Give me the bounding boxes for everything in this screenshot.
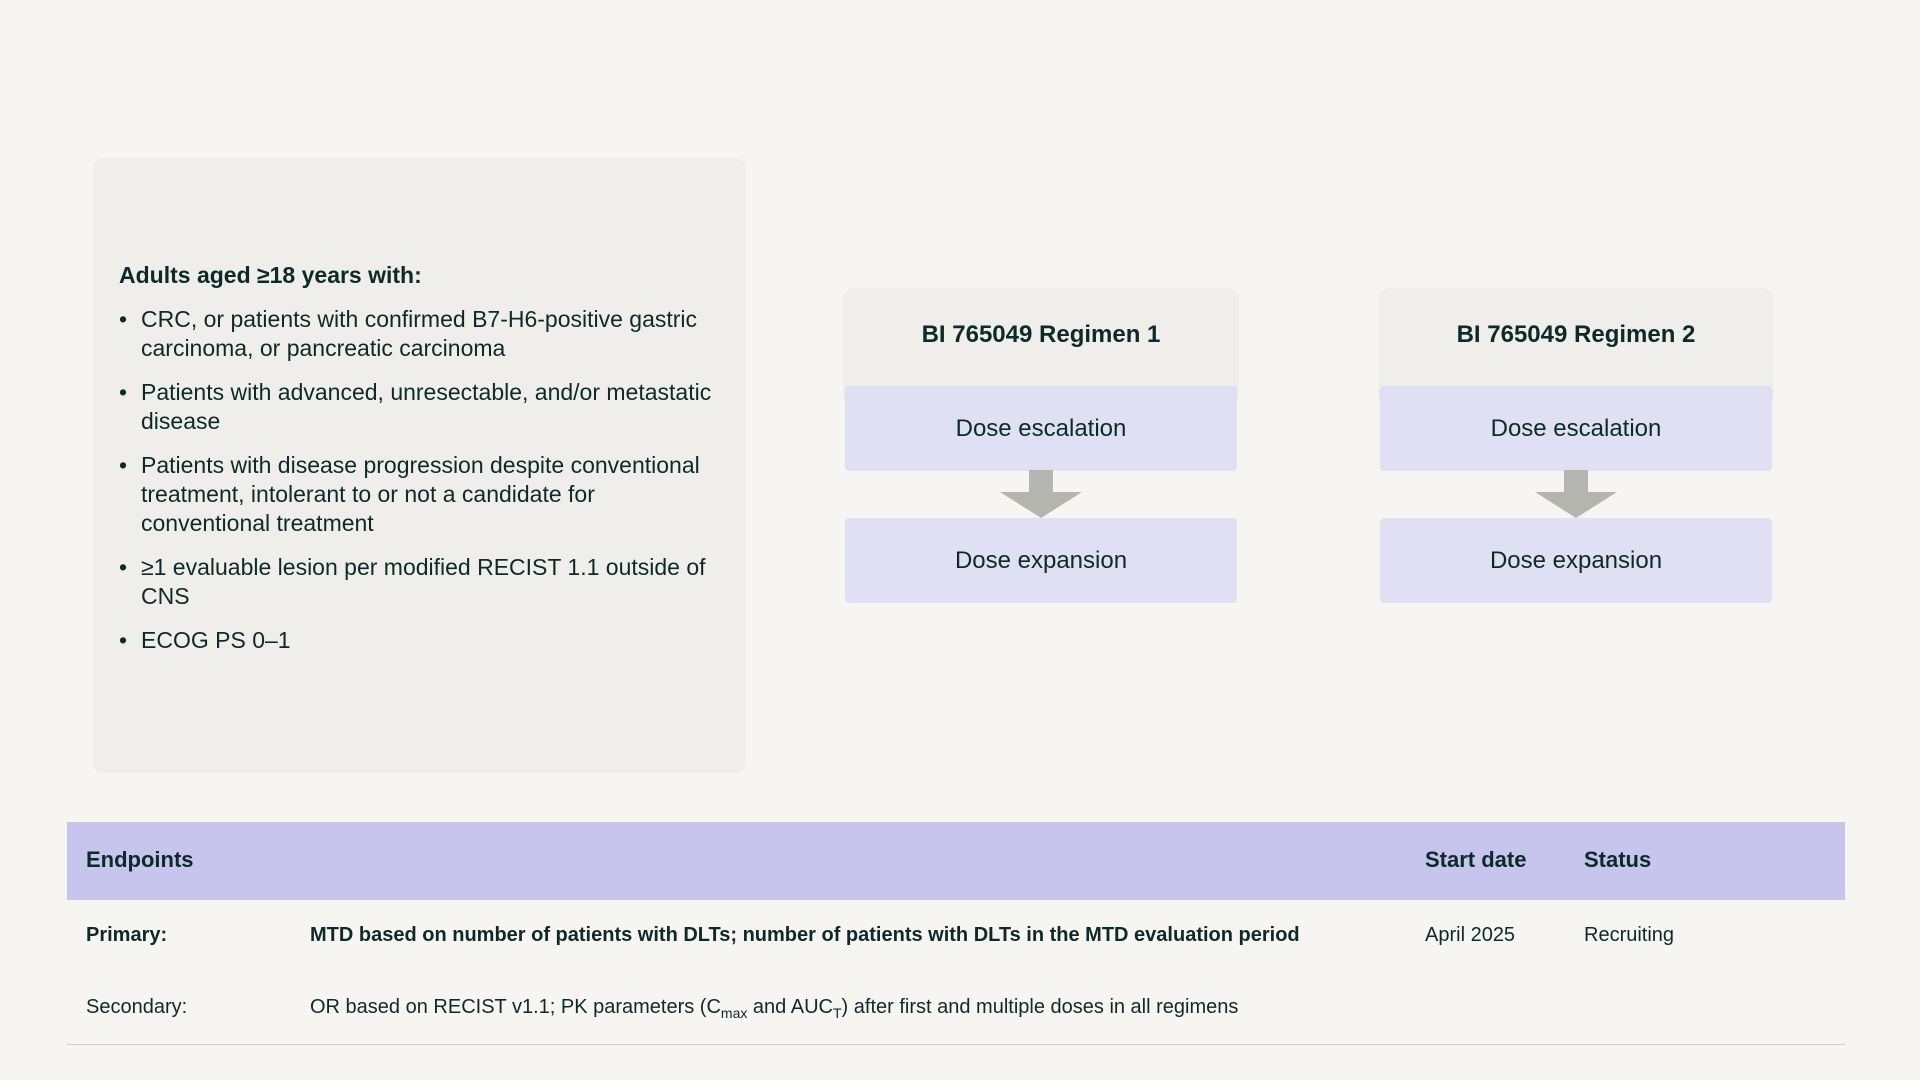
secondary-text-part3: ) after first and multiple doses in all … bbox=[841, 996, 1239, 1018]
regimen-2-block: BI 765049 Regimen 2 Dose escalation Dose… bbox=[1378, 288, 1774, 603]
bullet-icon: • bbox=[119, 306, 128, 332]
criteria-item: • ≥1 evaluable lesion per modified RECIS… bbox=[119, 553, 720, 611]
down-arrow-icon bbox=[1535, 470, 1617, 518]
criteria-item-text: CRC, or patients with confirmed B7-H6-po… bbox=[141, 306, 698, 361]
regimen-2-dose-escalation: Dose escalation bbox=[1380, 386, 1772, 471]
secondary-label: Secondary: bbox=[86, 996, 188, 1018]
secondary-text-part2: and AUC bbox=[747, 996, 833, 1018]
bullet-icon: • bbox=[119, 627, 128, 653]
secondary-sub-max: max bbox=[720, 1005, 748, 1021]
secondary-text-part1: OR based on RECIST v1.1; PK parameters (… bbox=[310, 996, 721, 1018]
bullet-icon: • bbox=[119, 554, 128, 580]
eligibility-criteria-panel: Adults aged ≥18 years with: • CRC, or pa… bbox=[93, 158, 746, 773]
bullet-icon: • bbox=[119, 452, 128, 478]
criteria-item: • CRC, or patients with confirmed B7-H6-… bbox=[119, 305, 720, 363]
regimen-1-dose-escalation: Dose escalation bbox=[845, 386, 1237, 471]
criteria-list: • CRC, or patients with confirmed B7-H6-… bbox=[119, 305, 720, 655]
down-arrow-icon bbox=[1000, 470, 1082, 518]
primary-start-date: April 2025 bbox=[1425, 924, 1516, 946]
table-row-primary: Primary: MTD based on number of patients… bbox=[67, 900, 1845, 972]
regimen-2-dose-expansion: Dose expansion bbox=[1380, 518, 1772, 603]
regimen-1-block: BI 765049 Regimen 1 Dose escalation Dose… bbox=[843, 288, 1239, 603]
criteria-item-text: Patients with advanced, unresectable, an… bbox=[141, 379, 712, 434]
primary-status: Recruiting bbox=[1584, 924, 1675, 946]
header-start-date: Start date bbox=[1425, 847, 1527, 872]
criteria-item: • Patients with disease progression desp… bbox=[119, 451, 720, 538]
criteria-item-text: ≥1 evaluable lesion per modified RECIST … bbox=[141, 554, 706, 609]
secondary-sub-t: T bbox=[832, 1005, 842, 1021]
primary-endpoint-text: MTD based on number of patients with DLT… bbox=[310, 924, 1300, 946]
criteria-item: • Patients with advanced, unresectable, … bbox=[119, 378, 720, 436]
table-header-row: Endpoints Start date Status bbox=[67, 822, 1845, 900]
criteria-item-text: Patients with disease progression despit… bbox=[141, 452, 700, 536]
regimen-1-dose-expansion: Dose expansion bbox=[845, 518, 1237, 603]
secondary-endpoint-text: OR based on RECIST v1.1; PK parameters (… bbox=[310, 996, 1238, 1021]
header-status: Status bbox=[1584, 847, 1652, 872]
criteria-item: • ECOG PS 0–1 bbox=[119, 626, 720, 655]
primary-label: Primary: bbox=[86, 924, 168, 946]
header-endpoints: Endpoints bbox=[86, 847, 194, 872]
criteria-heading: Adults aged ≥18 years with: bbox=[119, 262, 422, 288]
table-row-secondary: Secondary: OR based on RECIST v1.1; PK p… bbox=[67, 972, 1845, 1045]
criteria-item-text: ECOG PS 0–1 bbox=[141, 627, 291, 653]
regimen-1-title: BI 765049 Regimen 1 bbox=[843, 288, 1239, 400]
regimen-2-title: BI 765049 Regimen 2 bbox=[1378, 288, 1774, 400]
endpoints-table: Endpoints Start date Status Primary: MTD… bbox=[67, 822, 1845, 1045]
bullet-icon: • bbox=[119, 379, 128, 405]
